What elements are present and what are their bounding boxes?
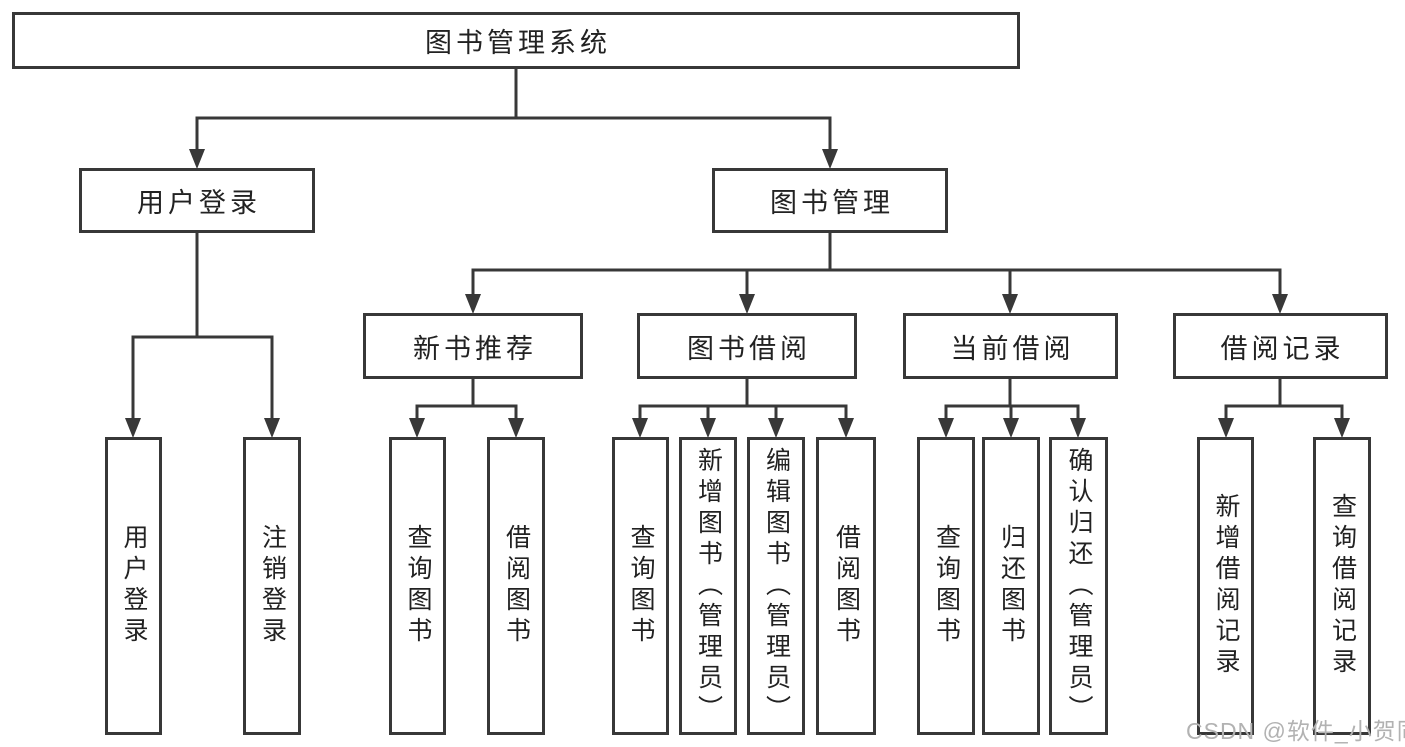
node-leaf-borrow-books-2-label: 借阅图书 xyxy=(832,524,861,648)
node-leaf-add-book-admin-label: 新增图书（管理员） xyxy=(694,446,723,726)
node-leaf-add-borrow-record: 新增借阅记录 xyxy=(1197,437,1254,735)
node-leaf-return-books: 归还图书 xyxy=(982,437,1040,735)
node-leaf-return-books-label: 归还图书 xyxy=(997,524,1026,648)
node-user-login-group-label: 用户登录 xyxy=(137,188,261,218)
node-leaf-query-borrow-record: 查询借阅记录 xyxy=(1313,437,1371,735)
node-book-management-label: 图书管理 xyxy=(770,188,894,218)
node-leaf-edit-book-admin: 编辑图书（管理员） xyxy=(747,437,805,735)
node-book-borrowing-label: 图书借阅 xyxy=(687,333,811,364)
node-leaf-confirm-return-admin: 确认归还（管理员） xyxy=(1049,437,1108,735)
node-user-login-group: 用户登录 xyxy=(79,168,315,233)
node-leaf-query-books-3: 查询图书 xyxy=(917,437,975,735)
node-leaf-confirm-return-admin-label: 确认归还（管理员） xyxy=(1065,446,1093,726)
node-current-borrowing-label: 当前借阅 xyxy=(950,333,1075,364)
node-new-book-recommend-label: 新书推荐 xyxy=(413,333,537,364)
node-leaf-user-login: 用户登录 xyxy=(105,437,162,735)
node-leaf-borrow-books-1: 借阅图书 xyxy=(487,437,545,735)
node-leaf-add-borrow-record-label: 新增借阅记录 xyxy=(1212,493,1240,679)
node-leaf-query-books-3-label: 查询图书 xyxy=(932,524,961,648)
node-leaf-query-books-1: 查询图书 xyxy=(389,437,446,735)
node-leaf-user-login-label: 用户登录 xyxy=(120,524,148,648)
node-book-management: 图书管理 xyxy=(712,168,948,233)
watermark: CSDN @软件_小贺同学 xyxy=(1186,718,1405,744)
node-library-system-label: 图书管理系统 xyxy=(425,28,611,58)
node-current-borrowing: 当前借阅 xyxy=(903,313,1118,379)
node-leaf-logout: 注销登录 xyxy=(243,437,301,735)
node-library-system: 图书管理系统 xyxy=(12,12,1020,69)
node-leaf-edit-book-admin-label: 编辑图书（管理员） xyxy=(762,446,791,726)
node-leaf-query-books-1-label: 查询图书 xyxy=(404,524,432,648)
node-borrowing-records-label: 借阅记录 xyxy=(1220,333,1345,364)
node-leaf-add-book-admin: 新增图书（管理员） xyxy=(679,437,737,735)
node-leaf-query-books-2-label: 查询图书 xyxy=(627,524,655,648)
node-book-borrowing: 图书借阅 xyxy=(637,313,857,379)
node-leaf-borrow-books-1-label: 借阅图书 xyxy=(502,524,531,648)
node-leaf-query-books-2: 查询图书 xyxy=(612,437,669,735)
node-leaf-logout-label: 注销登录 xyxy=(258,524,287,648)
node-borrowing-records: 借阅记录 xyxy=(1173,313,1388,379)
node-leaf-borrow-books-2: 借阅图书 xyxy=(816,437,876,735)
arrowheads xyxy=(125,149,1350,438)
node-new-book-recommend: 新书推荐 xyxy=(363,313,583,379)
node-leaf-query-borrow-record-label: 查询借阅记录 xyxy=(1328,493,1357,679)
